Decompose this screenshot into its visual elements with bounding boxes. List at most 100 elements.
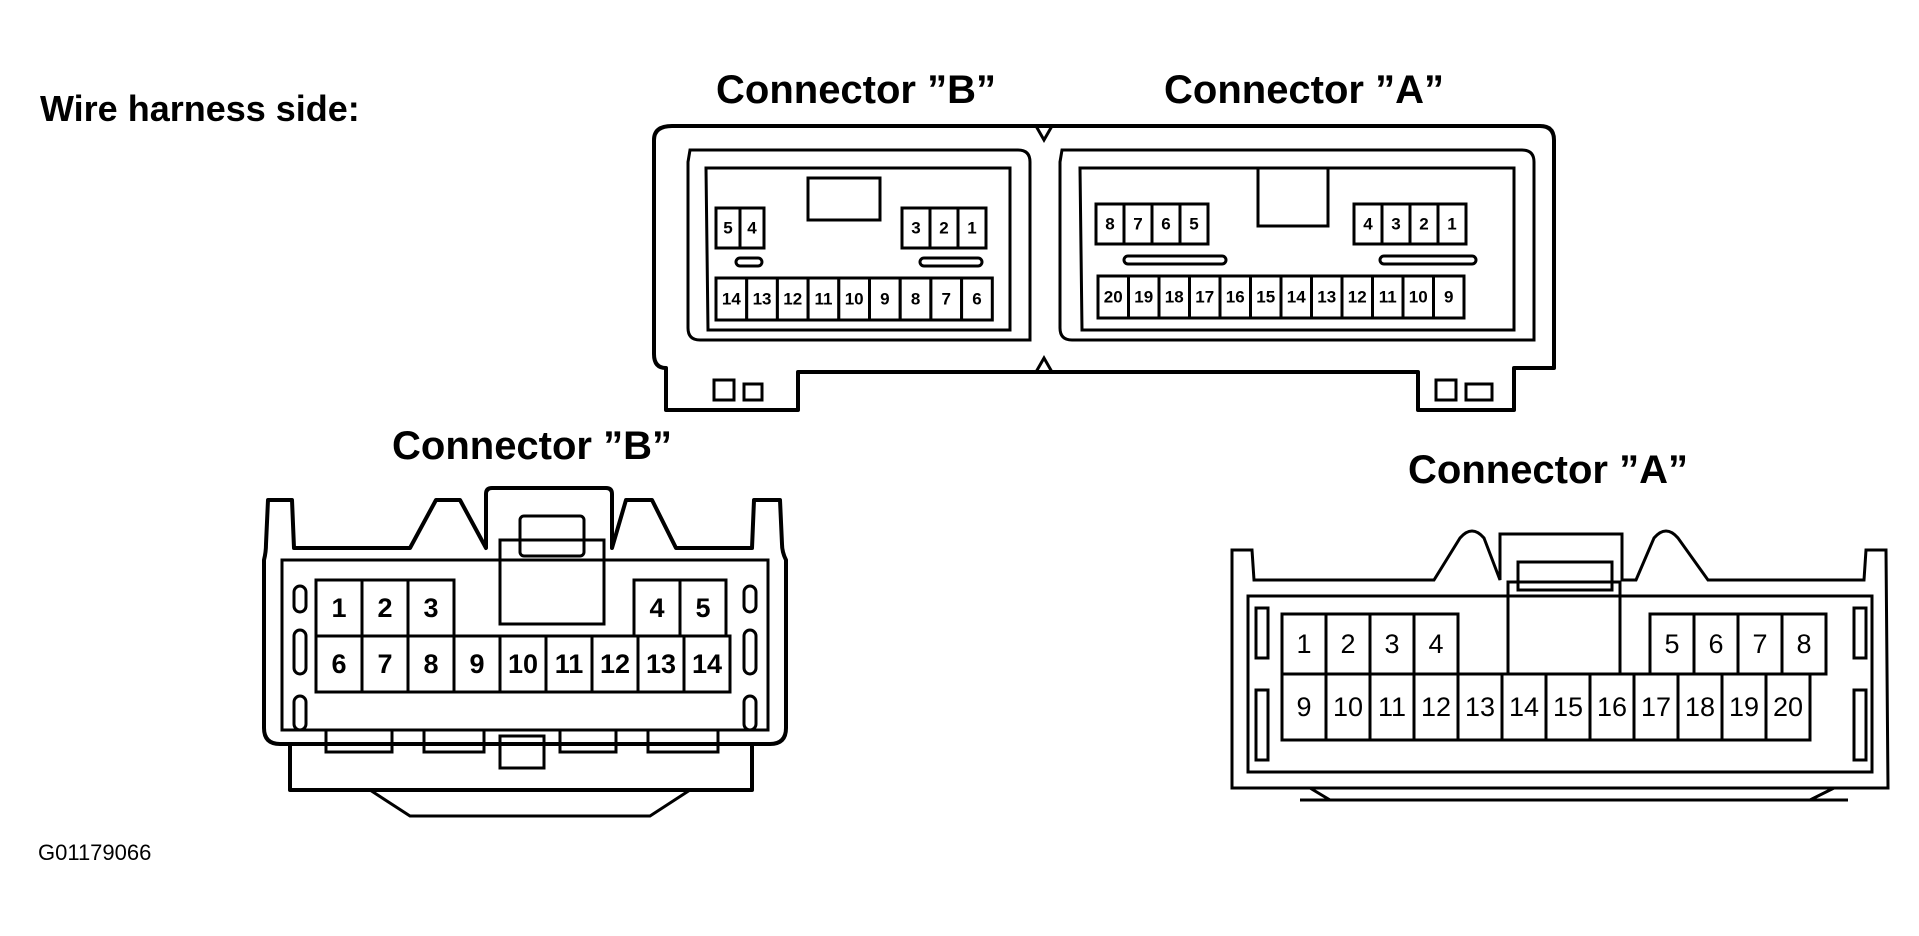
top-a-pin-3-label: 3 <box>1391 215 1400 234</box>
top-a-pin-6-label: 6 <box>1161 215 1170 234</box>
front-b-pin-3-label: 3 <box>423 593 438 623</box>
top-a-pin-17-label: 17 <box>1195 288 1214 307</box>
top-a-pin-11-cell <box>1371 274 1405 320</box>
top-b-pin-7-cell <box>929 276 964 322</box>
front-b-pin-8-label: 8 <box>423 649 438 679</box>
front-a-pin-10-label: 10 <box>1333 692 1363 722</box>
front-a-pin-20-label: 20 <box>1773 692 1803 722</box>
top-b-pin-12-label: 12 <box>783 290 802 309</box>
top-a-pin-18-cell <box>1157 274 1191 320</box>
top-b-pin-3-label: 3 <box>911 219 920 238</box>
top-a-pin-11-label: 11 <box>1379 288 1397 307</box>
front-a-pin-2-label: 2 <box>1340 629 1355 659</box>
front-a-pin-7-label: 7 <box>1752 629 1767 659</box>
front-a-pin-13-cell <box>1456 672 1504 742</box>
front-b-pin-11-label: 11 <box>555 649 584 679</box>
top-b-pin-1-cell <box>956 206 988 250</box>
top-a-pin-8-cell <box>1094 202 1126 246</box>
top-a-pin-2-label: 2 <box>1419 215 1428 234</box>
top-a-pin-10-label: 10 <box>1409 288 1428 307</box>
front-a-pin-19-cell <box>1720 672 1768 742</box>
top-b-pin-10-label: 10 <box>845 290 864 309</box>
top-b-pin-9-label: 9 <box>880 290 889 309</box>
connector-b-front-label: Connector ”B” <box>392 424 672 468</box>
front-b-pin-10-cell <box>498 634 548 694</box>
front-a-pin-8-label: 8 <box>1796 629 1811 659</box>
front-b-pin-6-label: 6 <box>331 649 346 679</box>
top-a-pin-14-cell <box>1279 274 1313 320</box>
front-b-pin-5-cell <box>678 578 728 638</box>
top-b-pin-5-label: 5 <box>723 219 732 238</box>
top-b-pin-4-cell <box>738 206 766 250</box>
top-b-pin-11-label: 11 <box>814 290 832 309</box>
front-b-pin-14-label: 14 <box>692 649 722 679</box>
front-b-pin-6-cell <box>314 634 364 694</box>
top-b-pin-6-label: 6 <box>972 290 981 309</box>
front-b-pin-7-cell <box>360 634 410 694</box>
front-a-pin-18-cell <box>1676 672 1724 742</box>
front-b-pin-7-label: 7 <box>377 649 392 679</box>
front-a-pin-14-label: 14 <box>1509 692 1539 722</box>
front-b-pin-2-label: 2 <box>377 593 392 623</box>
front-a-pin-9-label: 9 <box>1296 692 1311 722</box>
front-a-pin-17-label: 17 <box>1641 692 1671 722</box>
front-a-pin-1-label: 1 <box>1296 629 1311 659</box>
top-b-pin-13-label: 13 <box>753 290 772 309</box>
front-b-pin-13-label: 13 <box>646 649 676 679</box>
top-a-pin-10-cell <box>1401 274 1435 320</box>
front-a-pin-16-cell <box>1588 672 1636 742</box>
front-a-pin-5-label: 5 <box>1664 629 1679 659</box>
front-a-pin-14-cell <box>1500 672 1548 742</box>
top-a-pin-14-label: 14 <box>1287 288 1306 307</box>
top-b-pin-14-label: 14 <box>722 290 741 309</box>
front-a-pin-4-label: 4 <box>1428 629 1443 659</box>
figure-code: G01179066 <box>38 840 152 865</box>
top-a-pin-18-label: 18 <box>1165 288 1184 307</box>
top-housing <box>652 124 1556 412</box>
top-b-pin-2-cell <box>928 206 960 250</box>
connector-b-top-label: Connector ”B” <box>716 68 996 112</box>
page-title: Wire harness side: <box>40 88 360 129</box>
top-a-pin-20-label: 20 <box>1104 288 1123 307</box>
top-a-pin-16-label: 16 <box>1226 288 1245 307</box>
top-a-pin-5-label: 5 <box>1189 215 1198 234</box>
front-b-pin-4-cell <box>632 578 682 638</box>
top-a-pin-5-cell <box>1178 202 1210 246</box>
front-b-pin-1-label: 1 <box>331 593 346 623</box>
top-b-pin-2-label: 2 <box>939 219 948 238</box>
front-a-pin-17-cell <box>1632 672 1680 742</box>
front-a-pin-18-label: 18 <box>1685 692 1715 722</box>
top-a-pin-8-label: 8 <box>1105 215 1114 234</box>
front-a-pin-20-cell <box>1764 672 1812 742</box>
front-b-pin-14-cell <box>682 634 732 694</box>
connector-a-top-label: Connector ”A” <box>1164 68 1444 112</box>
top-a-pin-15-label: 15 <box>1256 288 1275 307</box>
front-a-pin-11-label: 11 <box>1378 692 1406 722</box>
front-a-pin-8-cell <box>1780 612 1828 676</box>
top-a-pin-12-label: 12 <box>1348 288 1367 307</box>
front-a-pin-19-label: 19 <box>1729 692 1759 722</box>
front-b-pin-9-label: 9 <box>469 649 484 679</box>
front-b-pin-9-cell <box>452 634 502 694</box>
front-b-pin-5-label: 5 <box>695 593 710 623</box>
front-a-pin-4-cell <box>1412 612 1460 676</box>
front-b-pin-12-label: 12 <box>600 649 630 679</box>
top-a-pin-9-cell <box>1432 274 1466 320</box>
front-b-pin-10-label: 10 <box>508 649 538 679</box>
front-a-pin-16-label: 16 <box>1597 692 1627 722</box>
top-b-pin-8-label: 8 <box>911 290 920 309</box>
front-a-pin-12-label: 12 <box>1421 692 1451 722</box>
front-a-pin-1-cell <box>1280 612 1328 676</box>
front-a-pin-6-label: 6 <box>1708 629 1723 659</box>
top-b-pin-7-label: 7 <box>942 290 951 309</box>
top-a-pin-16-cell <box>1218 274 1252 320</box>
top-a-pin-7-label: 7 <box>1133 215 1142 234</box>
front-b-pin-4-label: 4 <box>649 593 664 623</box>
top-a-pin-9-label: 9 <box>1444 288 1453 307</box>
top-b-pin-1-label: 1 <box>967 219 976 238</box>
